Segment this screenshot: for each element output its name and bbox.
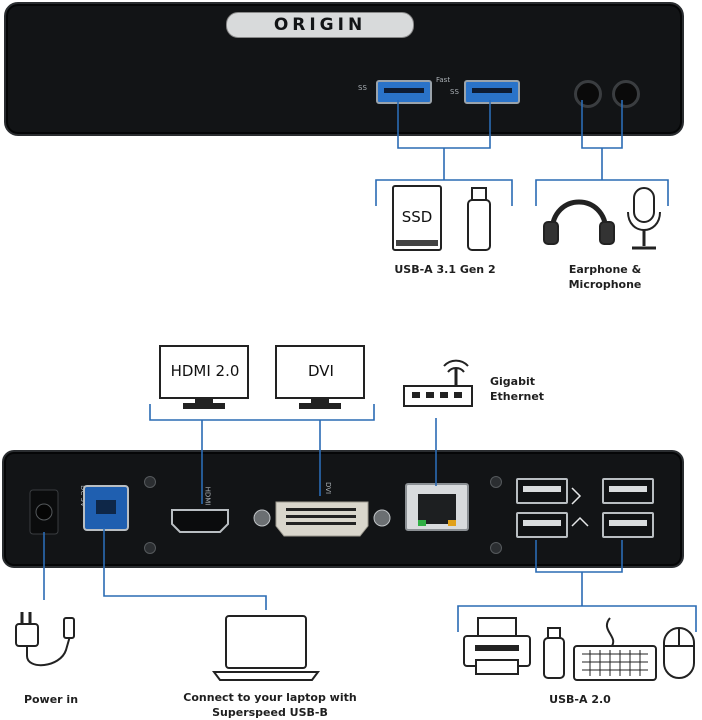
screw: [144, 476, 156, 488]
hdmi-port: [171, 509, 229, 533]
keyboard-icon: [573, 617, 657, 681]
power-adapter-icon: [15, 612, 75, 667]
screw: [490, 476, 502, 488]
dc-power-port: [29, 489, 59, 535]
monitor-icon: [159, 345, 249, 409]
earphone-mic-label-1: Earphone &: [568, 263, 642, 276]
dvi-label: DVI: [308, 362, 334, 380]
laptop-label-2: Superspeed USB-B: [212, 706, 328, 719]
power-in-label: Power in: [23, 693, 79, 706]
dvi-port: [253, 501, 391, 537]
ethernet-port: [405, 483, 469, 531]
fast-mark: Fast: [436, 76, 451, 84]
ethernet-label-1: Gigabit: [490, 375, 535, 388]
usb2-port-2: [602, 478, 654, 504]
ethernet-label-2: Ethernet: [490, 390, 545, 403]
microphone-jack: [612, 80, 640, 108]
usb2-port-1: [516, 478, 568, 504]
laptop-icon: [212, 615, 320, 681]
hdmi-label: HDMI 2.0: [170, 362, 240, 380]
ss-mark-1: SS: [358, 84, 367, 92]
microphone-icon: [627, 187, 661, 250]
brand-logo: ORIGIN: [226, 12, 414, 38]
ss-mark-2: SS: [450, 88, 459, 96]
usb-symbol-icon: [571, 487, 589, 527]
headphones-icon: [543, 199, 615, 245]
dock-front-panel: ORIGIN SS Fast SS: [4, 2, 684, 136]
ssd-label: SSD: [401, 208, 433, 226]
screw: [144, 542, 156, 554]
monitor-icon: [275, 345, 365, 409]
usb2-port-3: [516, 512, 568, 538]
screw: [490, 542, 502, 554]
brand-logo-text: ORIGIN: [273, 15, 367, 35]
mouse-icon: [663, 627, 695, 679]
usb-stick-icon: [467, 187, 491, 251]
usb2-port-4: [602, 512, 654, 538]
earphone-mic-label-2: Microphone: [568, 278, 642, 291]
usb-a-gen2-label: USB-A 3.1 Gen 2: [394, 263, 496, 276]
usb-stick-icon: [543, 627, 565, 679]
usb-a-2-label: USB-A 2.0: [549, 693, 611, 706]
router-icon: [403, 359, 473, 407]
connector-lines: [43, 100, 697, 632]
laptop-label-1: Connect to your laptop with: [183, 691, 357, 704]
ssd-icon: [392, 185, 442, 251]
usb-a-port-1: [376, 80, 432, 104]
printer-icon: [463, 617, 531, 675]
usb-a-port-2: [464, 80, 520, 104]
usb-b-port: [83, 485, 129, 531]
earphone-jack: [574, 80, 602, 108]
